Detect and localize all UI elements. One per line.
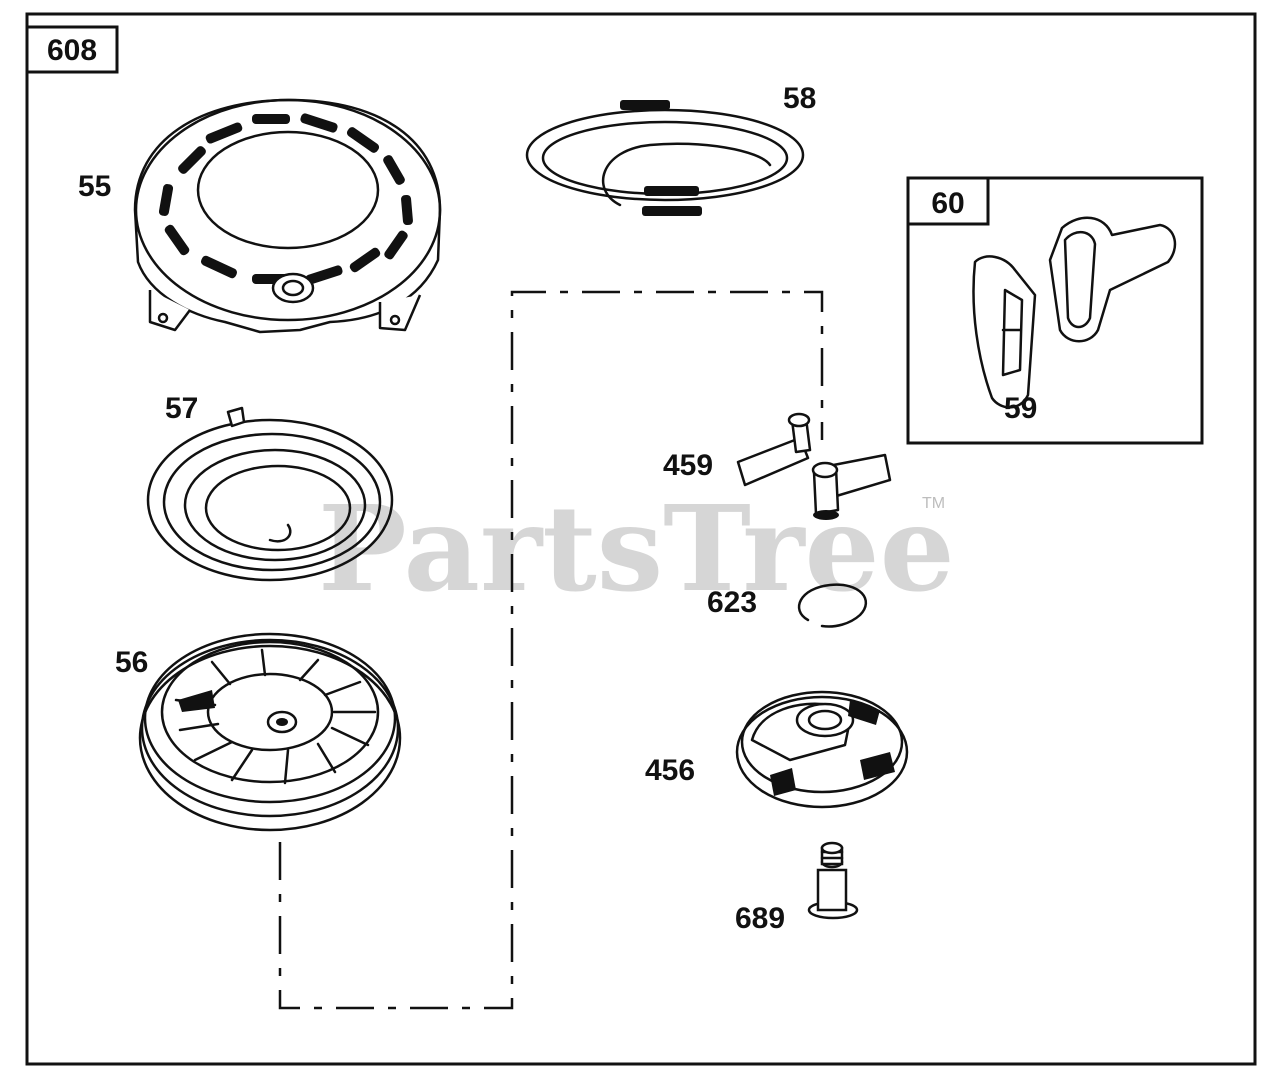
part-label-57: 57	[165, 392, 198, 425]
kit-box-60: 60	[906, 176, 1204, 445]
part-59-starter-handle: 59	[972, 216, 1177, 425]
part-label-55: 55	[78, 170, 111, 203]
watermark: PartsTree TM	[318, 479, 955, 618]
figure-number-badge: 608	[25, 25, 119, 74]
part-623-screw: 689	[735, 841, 859, 935]
part-label-689: 623	[707, 586, 757, 619]
part-label-59: 59	[1004, 392, 1037, 425]
part-459-pawl: 459	[663, 412, 892, 520]
part-label-56: 56	[115, 646, 148, 679]
part-55-starter-housing: 55	[78, 98, 442, 334]
kit-box-number: 60	[931, 187, 964, 220]
part-456-ratchet: 456	[645, 690, 909, 809]
assembly-guide-lines	[278, 290, 824, 1010]
part-label-456: 456	[645, 754, 695, 787]
part-58-starter-rope: 58	[525, 82, 816, 216]
part-label-58: 58	[783, 82, 816, 115]
part-689-retainer-clip: 623	[707, 583, 867, 628]
figure-number: 608	[47, 34, 97, 67]
part-label-623: 689	[735, 902, 785, 935]
watermark-trademark: TM	[922, 495, 945, 512]
watermark-text: PartsTree	[318, 479, 955, 618]
part-57-recoil-spring: 57	[146, 392, 394, 582]
part-label-459: 459	[663, 449, 713, 482]
part-56-pulley: 56	[115, 632, 402, 832]
